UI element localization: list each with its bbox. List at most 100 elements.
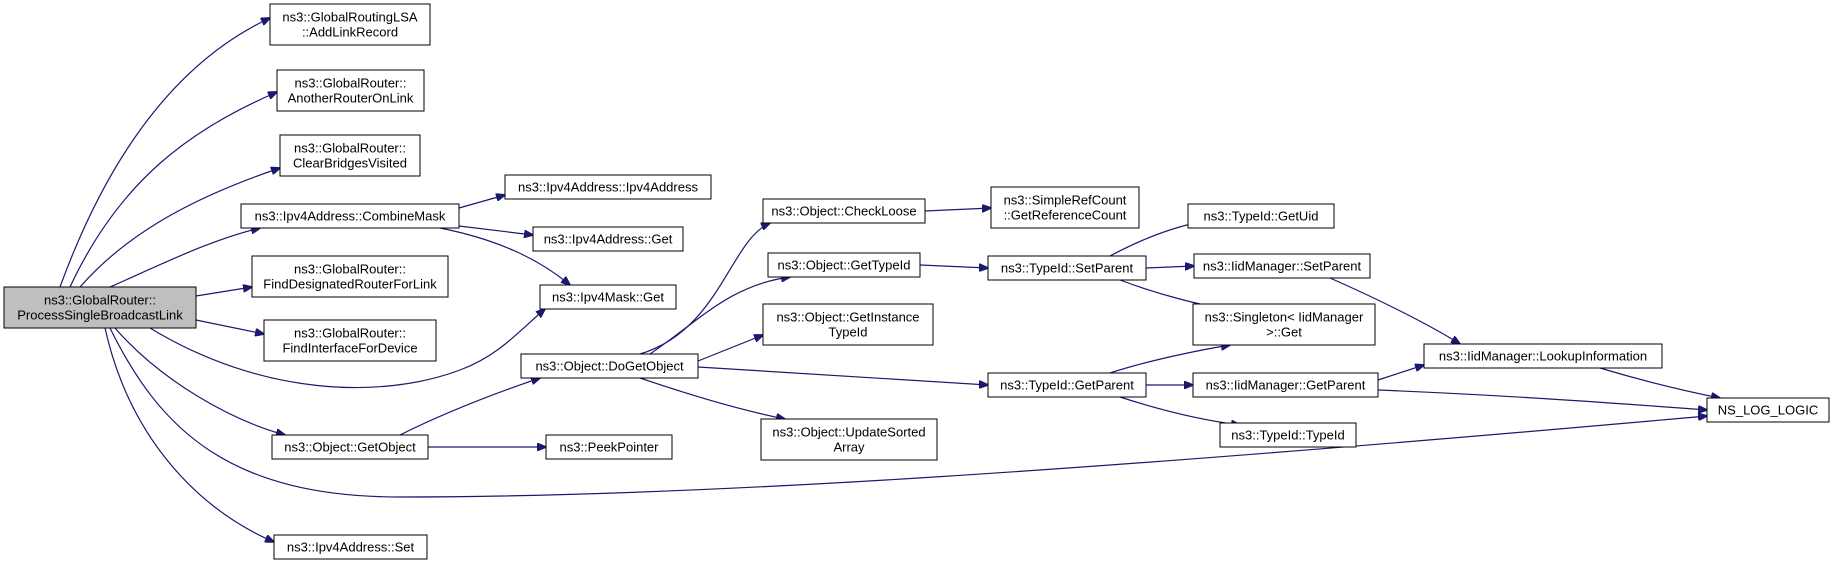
edge-iidSetParent-to-lookup [1329,277,1460,344]
node-findIface[interactable]: ns3::GlobalRouter::FindInterfaceForDevic… [263,319,437,362]
node-label-line: FindInterfaceForDevice [282,341,417,356]
node-label-line: ns3::Object::DoGetObject [535,359,684,374]
node-label-line: ns3::TypeId::SetParent [1001,261,1134,276]
node-box [269,3,431,46]
edge-doGetObject-to-updateSorted [639,377,785,419]
node-box [767,252,921,278]
node-checkLoose[interactable]: ns3::Object::CheckLoose [762,198,926,224]
edge-root-to-findIface [195,319,264,334]
edge-root-to-findDR [195,287,252,297]
edge-root-to-nsLog [109,327,1707,498]
node-refCount[interactable]: ns3::SimpleRefCount::GetReferenceCount [990,186,1140,229]
node-peekPointer[interactable]: ns3::PeekPointer [545,434,673,460]
node-box [271,434,429,460]
node-singleton[interactable]: ns3::Singleton< IidManager >::Get [1192,303,1376,346]
edge-combineMask-to-maskGet [439,227,570,285]
node-combineMask[interactable]: ns3::Ipv4Address::CombineMask [240,203,460,229]
node-box [279,134,421,177]
node-ipv4Ctor[interactable]: ns3::Ipv4Address::Ipv4Address [504,174,712,200]
node-box [539,284,677,310]
node-label-line: ns3::IidManager::LookupInformation [1439,349,1647,364]
node-label-line: ::GetReferenceCount [1004,208,1127,223]
nodes-layer: ns3::GlobalRouter::ProcessSingleBroadcas… [3,3,1830,560]
node-label-line: ns3::IidManager::SetParent [1203,259,1362,274]
node-label-line: ns3::GlobalRouter:: [294,141,406,156]
edge-doGetObject-to-getInstanceTypeId [697,335,763,362]
edge-iidGetParent-to-lookup [1377,365,1424,381]
node-label-line: ns3::GlobalRouter:: [294,326,406,341]
node-ipv4Set[interactable]: ns3::Ipv4Address::Set [273,534,428,560]
node-getTypeId[interactable]: ns3::Object::GetTypeId [767,252,921,278]
node-box [273,534,428,560]
node-label-line: ns3::TypeId::TypeId [1231,428,1344,443]
node-typeIdCtor[interactable]: ns3::TypeId::TypeId [1219,422,1357,448]
node-label-line: ns3::Object::GetTypeId [778,258,911,273]
node-label-line: ns3::GlobalRoutingLSA [282,10,417,25]
node-box [762,303,934,346]
node-label-line: ns3::GlobalRouter:: [294,262,406,277]
node-label-line: >::Get [1266,325,1302,340]
node-label-line: ns3::Ipv4Address::Ipv4Address [518,180,698,195]
node-label-line: ProcessSingleBroadcastLink [17,308,183,323]
node-box [276,69,425,112]
edge-root-to-addLinkRecord [59,18,270,288]
edge-root-to-combineMask [109,228,260,288]
node-getObject[interactable]: ns3::Object::GetObject [271,434,429,460]
node-box [1423,343,1663,369]
node-ipv4Get[interactable]: ns3::Ipv4Address::Get [532,226,684,252]
node-box [240,203,460,229]
node-label-line: ns3::SimpleRefCount [1004,193,1127,208]
node-box [1192,303,1376,346]
node-label-line: ns3::Object::GetObject [284,440,416,455]
node-iidSetParent[interactable]: ns3::IidManager::SetParent [1193,253,1371,279]
node-box [1706,397,1830,423]
node-box [263,319,437,362]
node-box [1219,422,1357,448]
node-iidGetParent[interactable]: ns3::IidManager::GetParent [1192,372,1379,398]
node-maskGet[interactable]: ns3::Ipv4Mask::Get [539,284,677,310]
node-label-line: ns3::Ipv4Mask::Get [552,290,664,305]
node-box [520,353,699,379]
node-label-line: ns3::GlobalRouter:: [294,76,406,91]
node-box [1192,372,1379,398]
node-getUid[interactable]: ns3::TypeId::GetUid [1187,203,1335,229]
node-nsLog[interactable]: NS_LOG_LOGIC [1706,397,1830,423]
node-box [251,255,449,298]
node-label-line: TypeId [828,325,867,340]
node-label-line: Array [833,440,865,455]
edge-doGetObject-to-getParent [697,366,988,385]
node-findDR[interactable]: ns3::GlobalRouter::FindDesignatedRouterF… [251,255,449,298]
node-doGetObject[interactable]: ns3::Object::DoGetObject [520,353,699,379]
node-label-line: ns3::Ipv4Address::CombineMask [255,209,446,224]
node-box [3,286,197,329]
node-box [990,186,1140,229]
node-label-line: FindDesignatedRouterForLink [263,277,437,292]
node-label-line: ns3::PeekPointer [559,440,659,455]
node-getParent[interactable]: ns3::TypeId::GetParent [987,372,1147,398]
node-clearBridges[interactable]: ns3::GlobalRouter::ClearBridgesVisited [279,134,421,177]
node-root[interactable]: ns3::GlobalRouter::ProcessSingleBroadcas… [3,286,197,329]
edge-root-to-ipv4Set [104,327,274,542]
node-addLinkRecord[interactable]: ns3::GlobalRoutingLSA::AddLinkRecord [269,3,431,46]
node-box [760,418,938,461]
edge-getParent-to-typeIdCtor [1119,396,1240,425]
node-label-line: ns3::Object::GetInstance [776,310,919,325]
node-box [504,174,712,200]
edge-setParent-to-iidSetParent [1145,266,1194,268]
node-lookup[interactable]: ns3::IidManager::LookupInformation [1423,343,1663,369]
edge-root-to-clearBridges [79,168,280,288]
edge-getTypeId-to-setParent [919,265,988,268]
edge-lookup-to-nsLog [1599,367,1720,398]
node-box [987,255,1147,281]
node-label-line: ns3::Object::CheckLoose [771,204,916,219]
node-label-line: ns3::IidManager::GetParent [1206,378,1366,393]
node-setParent[interactable]: ns3::TypeId::SetParent [987,255,1147,281]
node-label-line: NS_LOG_LOGIC [1718,403,1818,418]
node-anotherRouter[interactable]: ns3::GlobalRouter::AnotherRouterOnLink [276,69,425,112]
edge-root-to-maskGet [149,309,545,389]
node-label-line: ns3::TypeId::GetParent [1000,378,1134,393]
node-label-line: ns3::Singleton< IidManager [1205,310,1364,325]
